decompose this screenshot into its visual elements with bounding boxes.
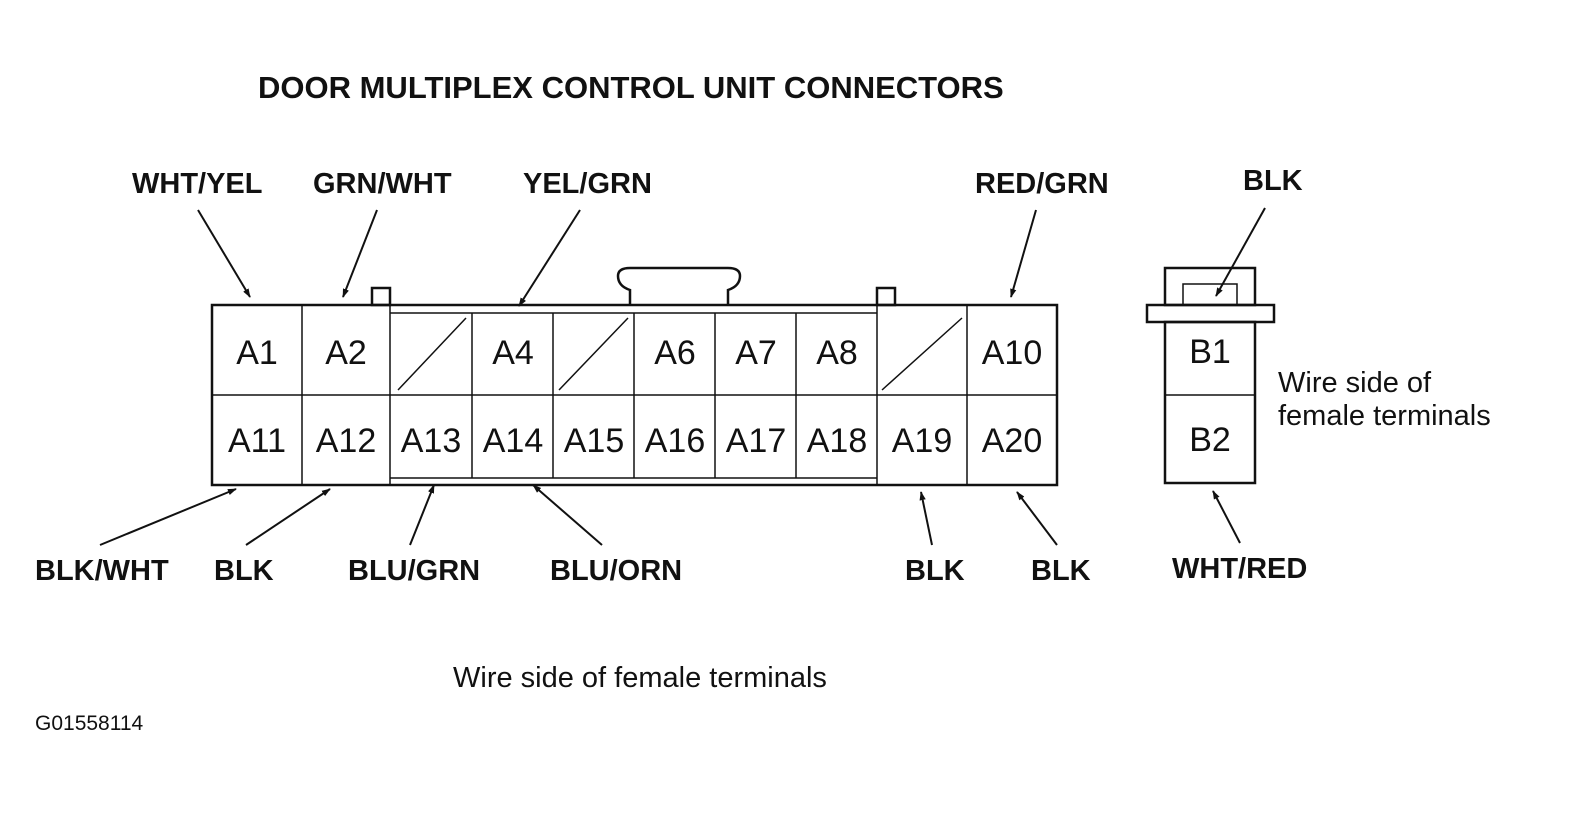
wire-label-a20: BLK <box>1031 555 1091 587</box>
terminal-a7: A7 <box>735 334 777 372</box>
wire-label-a10: RED/GRN <box>975 168 1109 200</box>
leader-arrow-b2 <box>1212 490 1241 544</box>
connector-a-latch <box>616 266 742 305</box>
terminal-a10: A10 <box>982 334 1043 372</box>
wire-label-a4: YEL/GRN <box>523 168 652 200</box>
terminal-b1: B1 <box>1189 333 1231 371</box>
terminal-a4: A4 <box>492 334 534 372</box>
wire-label-b2: WHT/RED <box>1172 553 1307 585</box>
empty-cavity-a5 <box>558 317 629 391</box>
terminal-a16: A16 <box>645 422 706 460</box>
leader-arrow-b1 <box>1215 207 1266 297</box>
empty-cavity-a9 <box>881 317 963 391</box>
wire-label-a13: BLU/GRN <box>348 555 480 587</box>
terminal-a6: A6 <box>654 334 696 372</box>
leader-arrow-a2 <box>342 209 378 298</box>
leader-arrow-a13 <box>409 484 435 546</box>
wire-label-a1: WHT/YEL <box>132 168 263 200</box>
terminal-a15: A15 <box>564 422 625 460</box>
leader-arrow-a4 <box>518 209 581 307</box>
wire-label-b1: BLK <box>1243 165 1303 197</box>
connector-b-flange <box>1145 303 1276 324</box>
connector-a-caption: Wire side of female terminals <box>453 662 827 694</box>
leader-arrow-a1 <box>197 209 251 298</box>
terminal-a19: A19 <box>892 422 953 460</box>
connector-b-body <box>1163 320 1257 485</box>
terminal-a8: A8 <box>816 334 858 372</box>
wire-label-a14: BLU/ORN <box>550 555 682 587</box>
terminal-a2: A2 <box>325 334 367 372</box>
terminal-a20: A20 <box>982 422 1043 460</box>
terminal-b2: B2 <box>1189 421 1231 459</box>
terminal-a17: A17 <box>726 422 787 460</box>
leader-arrow-a11 <box>99 488 237 546</box>
diagram-title: DOOR MULTIPLEX CONTROL UNIT CONNECTORS <box>258 70 1004 105</box>
connector-a-post-left <box>370 286 392 307</box>
empty-cavity-a3 <box>397 317 467 391</box>
connector-a-post-right <box>875 286 897 307</box>
leader-arrow-a10 <box>1010 209 1037 298</box>
terminal-a18: A18 <box>807 422 868 460</box>
leader-arrow-a14 <box>532 484 603 546</box>
leader-arrow-a19 <box>919 491 933 546</box>
wire-label-a2: GRN/WHT <box>313 168 452 200</box>
leader-arrow-a20 <box>1016 491 1058 546</box>
connector-b: B1 B2 <box>1145 266 1276 485</box>
terminal-a11: A11 <box>228 422 286 460</box>
connector-b-caption-line1: Wire side of <box>1278 367 1432 399</box>
terminal-a13: A13 <box>401 422 462 460</box>
connector-b-caption-line2: female terminals <box>1278 400 1491 432</box>
terminal-a14: A14 <box>483 422 544 460</box>
wire-label-a19: BLK <box>905 555 965 587</box>
terminal-a1: A1 <box>236 334 278 372</box>
terminal-a12: A12 <box>316 422 377 460</box>
figure-id: G01558114 <box>35 712 144 735</box>
connector-b-latch <box>1163 266 1257 307</box>
connector-a: A1 A2 A4 A6 A7 A8 A10 A11 A12 A13 A14 A1… <box>210 266 1059 487</box>
leader-arrow-a12 <box>245 488 331 546</box>
wire-label-a11: BLK/WHT <box>35 555 169 587</box>
wire-label-a12: BLK <box>214 555 274 587</box>
